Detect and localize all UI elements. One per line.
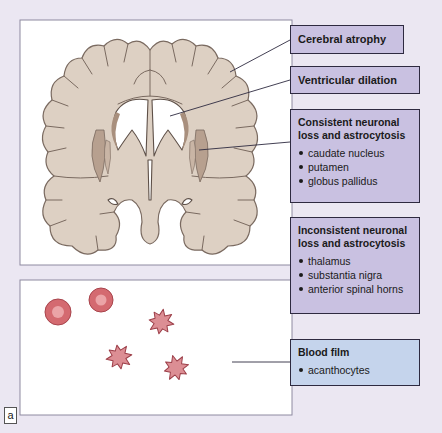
leader-line xyxy=(170,80,290,116)
bullet-row: putamen xyxy=(298,160,416,174)
panel-letter: a xyxy=(7,409,13,422)
bullet-text: acanthocytes xyxy=(308,364,370,377)
callout-heading: Consistent neuronal loss and astrocytosi… xyxy=(298,116,416,142)
red-cell xyxy=(89,288,113,312)
bullet-row: substantia nigra xyxy=(298,268,416,282)
bullet-text: caudate nucleus xyxy=(308,147,384,160)
bullet-row: caudate nucleus xyxy=(298,146,416,160)
callout-heading: Blood film xyxy=(298,346,416,359)
callout-box: Ventricular dilation xyxy=(290,66,420,94)
acanthocyte xyxy=(161,352,192,383)
callout-heading: Ventricular dilation xyxy=(298,74,397,87)
bullet-dot xyxy=(299,165,303,169)
acanthocyte xyxy=(102,339,137,374)
red-cell xyxy=(45,299,71,325)
callout-heading: Inconsistent neuronal loss and astrocyto… xyxy=(298,224,416,250)
sulcus-lines xyxy=(46,44,254,250)
bullet-dot xyxy=(299,259,303,263)
bullet-row: acanthocytes xyxy=(298,363,416,377)
bullet-dot xyxy=(299,179,303,183)
callout-heading: Cerebral atrophy xyxy=(298,33,386,46)
bullet-text: putamen xyxy=(308,161,349,174)
acanthocyte xyxy=(147,307,176,336)
red-cells xyxy=(45,288,113,325)
leader-line xyxy=(230,40,290,72)
red-cell-pallor xyxy=(52,306,64,318)
bullet-text: substantia nigra xyxy=(308,269,382,282)
caudate-shading xyxy=(111,112,188,150)
red-cell-pallor xyxy=(96,295,107,306)
bullet-dot xyxy=(299,273,303,277)
bullet-dot xyxy=(299,151,303,155)
acanthocytes xyxy=(102,307,191,383)
callout-box: Cerebral atrophy xyxy=(290,25,404,54)
bullet-dot xyxy=(299,368,303,372)
brain-outline xyxy=(42,39,257,254)
bullet-row: globus pallidus xyxy=(298,174,416,188)
bullet-row: anterior spinal horns xyxy=(298,282,416,296)
panel-letter-box: a xyxy=(4,407,17,424)
leader-line xyxy=(232,362,290,363)
bullet-text: thalamus xyxy=(308,255,351,268)
callout-box: Consistent neuronal loss and astrocytosi… xyxy=(290,109,420,203)
lateral-ventricles xyxy=(108,99,192,204)
blood-film-box: Blood film acanthocytes xyxy=(290,339,420,386)
bullet-dot xyxy=(299,287,303,291)
callout-box: Inconsistent neuronal loss and astrocyto… xyxy=(290,217,420,314)
bullet-text: globus pallidus xyxy=(308,175,377,188)
blood-panel xyxy=(20,280,292,415)
leader-lines xyxy=(170,40,290,362)
bullet-row: thalamus xyxy=(298,254,416,268)
bullet-text: anterior spinal horns xyxy=(308,283,403,296)
brain-panel xyxy=(20,20,292,265)
leader-line xyxy=(199,142,290,150)
